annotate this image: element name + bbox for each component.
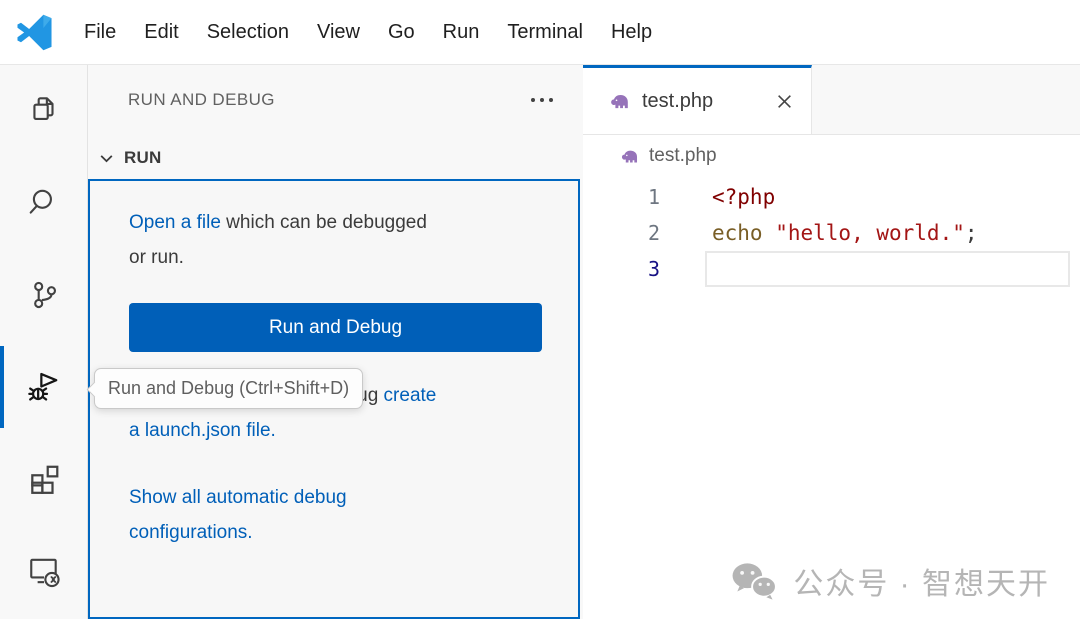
vscode-logo-icon [14, 12, 54, 52]
code-editor: 1 <?php 2 echo "hello, world."; 3 [583, 177, 1080, 287]
code-line-content: echo "hello, world."; [660, 221, 978, 245]
explorer-files-icon[interactable] [0, 65, 87, 157]
code-line-1[interactable]: 1 <?php [583, 179, 1080, 215]
open-a-file-link[interactable]: Open a file [129, 212, 221, 233]
code-line-3[interactable]: 3 [583, 251, 1080, 287]
menu-selection[interactable]: Selection [193, 15, 303, 50]
show-configurations-paragraph: Show all automatic debug configurations. [129, 480, 441, 550]
remote-explorer-icon[interactable] [0, 525, 87, 617]
current-line-highlight [705, 251, 1070, 287]
breadcrumb-item[interactable]: test.php [649, 145, 717, 167]
more-actions-icon[interactable] [525, 92, 559, 108]
string-token: "hello, world." [775, 221, 965, 245]
search-icon[interactable] [0, 157, 87, 249]
sidebar-header: RUN AND DEBUG [128, 87, 559, 113]
menu-items: File Edit Selection View Go Run Terminal… [70, 15, 666, 50]
keyword-token: echo [712, 221, 775, 245]
menu-view[interactable]: View [303, 15, 374, 50]
editor-area: test.php test.php 1 <?php 2 echo "hello,… [583, 65, 1080, 619]
run-and-debug-sidebar: RUN AND DEBUG RUN Open a file which can … [88, 65, 583, 619]
extensions-icon[interactable] [0, 433, 87, 525]
menu-go[interactable]: Go [374, 15, 429, 50]
code-line-2[interactable]: 2 echo "hello, world."; [583, 215, 1080, 251]
source-control-icon[interactable] [0, 249, 87, 341]
run-and-debug-tooltip: Run and Debug (Ctrl+Shift+D) [94, 368, 363, 409]
run-and-debug-icon[interactable] [0, 341, 87, 433]
tab-bar: test.php [583, 65, 1080, 135]
watermark: 公众号 · 智想天开 [730, 559, 1050, 603]
menu-edit[interactable]: Edit [130, 15, 192, 50]
menu-help[interactable]: Help [597, 15, 666, 50]
line-number-active: 3 [583, 257, 660, 281]
close-icon[interactable] [773, 90, 795, 112]
show-automatic-debug-configurations-link[interactable]: Show all automatic debug configurations. [129, 487, 347, 543]
menu-bar: File Edit Selection View Go Run Terminal… [0, 0, 1080, 65]
menu-terminal[interactable]: Terminal [493, 15, 597, 50]
wechat-icon [730, 561, 778, 601]
run-and-debug-button[interactable]: Run and Debug [129, 303, 542, 352]
line-number: 1 [583, 185, 660, 209]
code-line-content: <?php [660, 185, 775, 209]
tab-label: test.php [642, 90, 761, 113]
menu-run[interactable]: Run [429, 15, 494, 50]
run-section-header[interactable]: RUN [98, 141, 583, 175]
sidebar-title: RUN AND DEBUG [128, 90, 275, 110]
php-elephant-icon [609, 91, 630, 112]
watermark-text: 公众号 · 智想天开 [793, 559, 1050, 603]
tab-test-php[interactable]: test.php [583, 65, 812, 134]
activity-bar [0, 65, 88, 619]
php-elephant-icon [620, 147, 639, 166]
line-number: 2 [583, 221, 660, 245]
open-file-paragraph: Open a file which can be debugged or run… [129, 205, 441, 275]
chevron-down-icon [98, 150, 115, 167]
run-section-label: RUN [124, 148, 161, 168]
php-open-tag-token: <?php [712, 185, 775, 209]
punctuation-token: ; [965, 221, 978, 245]
menu-file[interactable]: File [70, 15, 130, 50]
breadcrumb: test.php [583, 135, 1080, 177]
tooltip-label: Run and Debug (Ctrl+Shift+D) [108, 378, 349, 398]
